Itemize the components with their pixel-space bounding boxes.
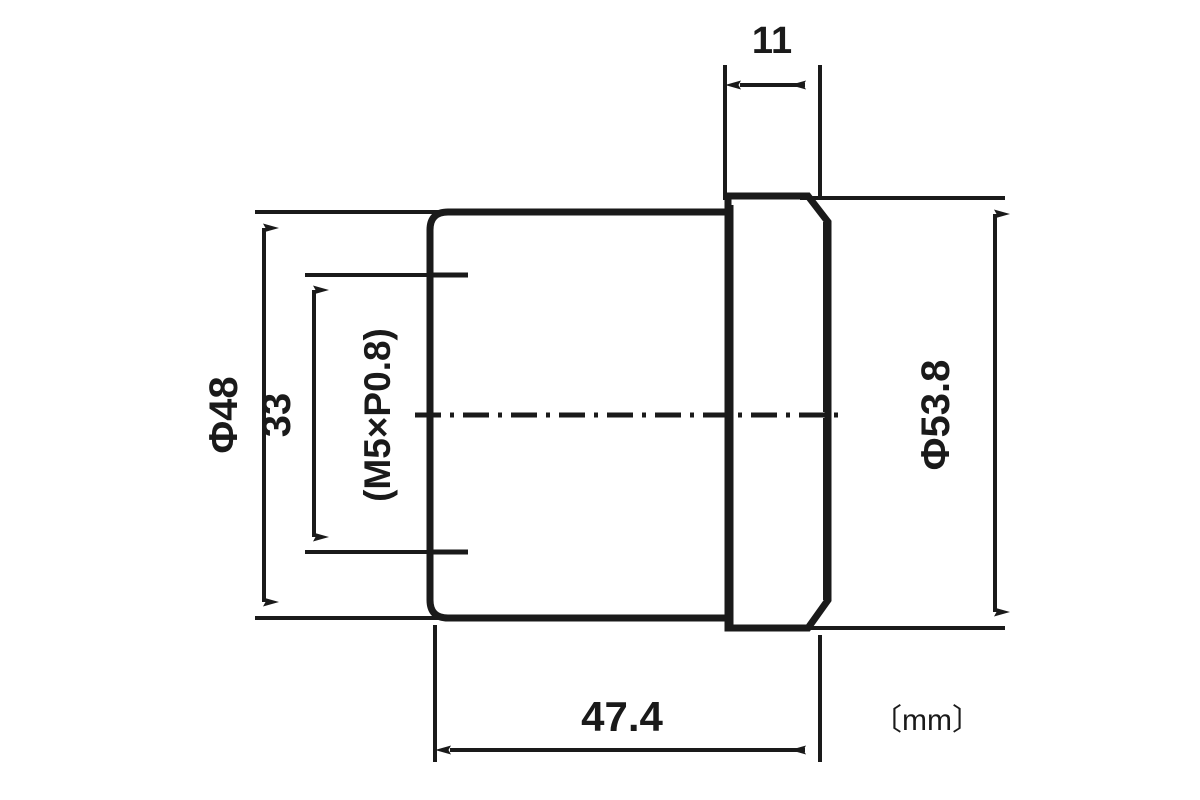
dim-label-thread-spec: (M5×P0.8): [357, 328, 398, 502]
dimension-overall-length: 47.4: [433, 625, 822, 762]
dim-label-overall-length: 47.4: [581, 693, 663, 740]
units-label: 〔mm〕: [872, 704, 982, 737]
dim-label-thread-diameter: 33: [255, 393, 299, 438]
note-thread-spec: (M5×P0.8): [357, 328, 398, 502]
dimension-flange-width: 11: [723, 20, 822, 200]
dim-label-body-diameter: Φ48: [202, 376, 246, 453]
dimension-thread-diameter: 33: [255, 273, 462, 554]
dimension-body-diameter: Φ48: [202, 210, 440, 620]
dimension-flange-diameter: Φ53.8: [800, 196, 1010, 630]
flange-outline: [724, 192, 832, 632]
part-outline-group: [415, 192, 838, 632]
dim-label-flange-width: 11: [752, 20, 792, 62]
dim-label-flange-diameter: Φ53.8: [914, 360, 958, 471]
